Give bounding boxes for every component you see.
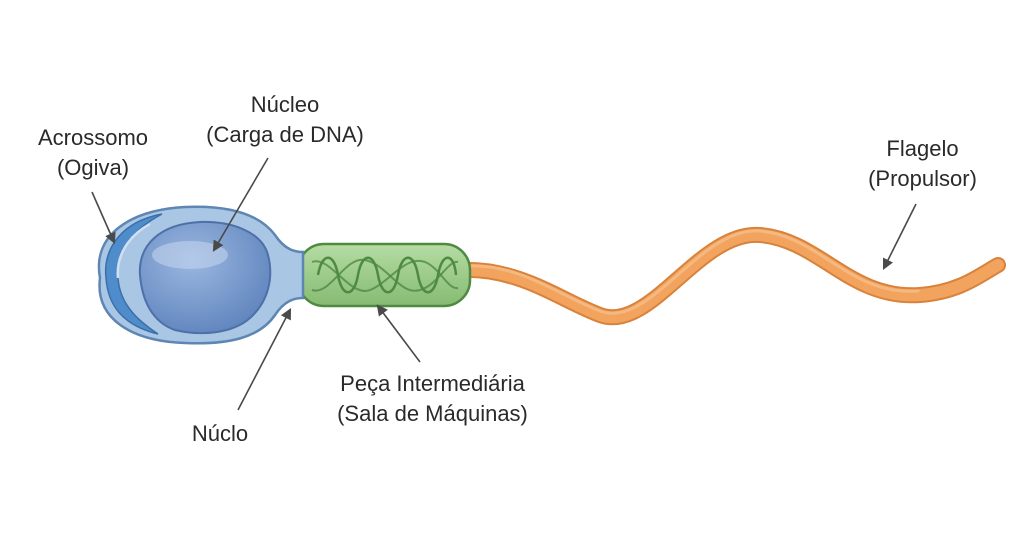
label-peca-line2: (Sala de Máquinas) bbox=[337, 401, 528, 426]
midpiece bbox=[296, 242, 472, 308]
label-nucleo: Núcleo (Carga de DNA) bbox=[180, 90, 390, 150]
nuclo-arrow bbox=[237, 308, 292, 411]
acrossomo-arrow bbox=[91, 191, 116, 245]
nucleo-arrow bbox=[212, 157, 269, 252]
label-nuclo-line1: Núclo bbox=[191, 421, 249, 446]
acrosome-highlight bbox=[116, 222, 151, 279]
nucleus bbox=[138, 220, 272, 335]
flagellum bbox=[454, 226, 1006, 326]
label-acrossomo-line2: (Ogiva) bbox=[56, 155, 130, 180]
label-peca: Peça Intermediária (Sala de Máquinas) bbox=[305, 369, 560, 429]
label-flagelo-line2: (Propulsor) bbox=[868, 166, 977, 191]
label-nucleo-line1: Núcleo bbox=[250, 92, 320, 117]
label-flagelo: Flagelo (Propulsor) bbox=[835, 134, 1010, 194]
label-acrossomo: Acrossomo (Ogiva) bbox=[18, 123, 168, 183]
label-nucleo-line2: (Carga de DNA) bbox=[206, 122, 364, 147]
peca-arrow bbox=[376, 304, 421, 363]
label-peca-line1: Peça Intermediária bbox=[340, 371, 525, 396]
label-flagelo-line1: Flagelo bbox=[886, 136, 959, 161]
nucleus-highlight bbox=[152, 241, 228, 269]
label-acrossomo-line1: Acrossomo bbox=[37, 125, 149, 150]
label-nuclo: Núclo bbox=[170, 419, 270, 449]
flagelo-arrow bbox=[882, 203, 917, 271]
